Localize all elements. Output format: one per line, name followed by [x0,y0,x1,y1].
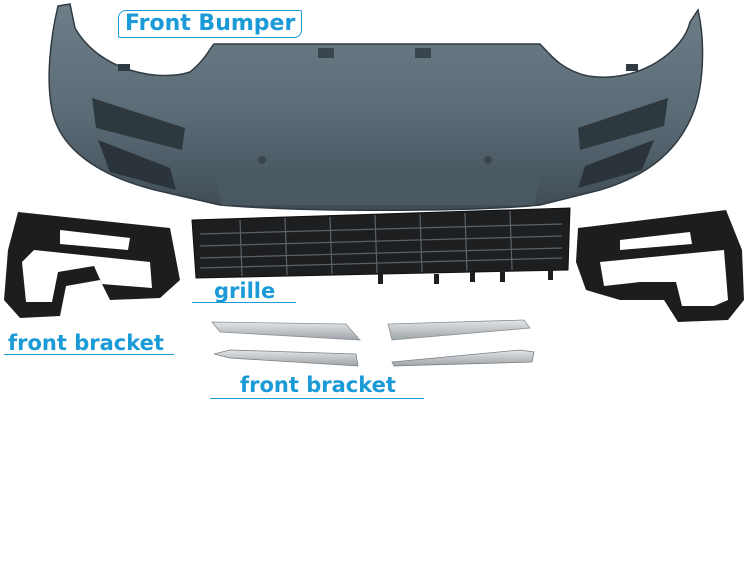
front-bracket-label-center: front bracket [240,373,396,397]
grille-label-underline [192,302,296,303]
grille [191,207,571,284]
front-bumper-label: Front Bumper [118,10,303,38]
front-bumper [48,3,704,211]
front-bracket-left-underline [4,354,174,355]
left-bracket [4,212,180,318]
grille-label: grille [214,279,276,303]
trim-strips [211,319,535,367]
front-bracket-label-left: front bracket [8,331,164,355]
front-bracket-center-underline [210,398,424,399]
right-bracket [576,210,744,322]
